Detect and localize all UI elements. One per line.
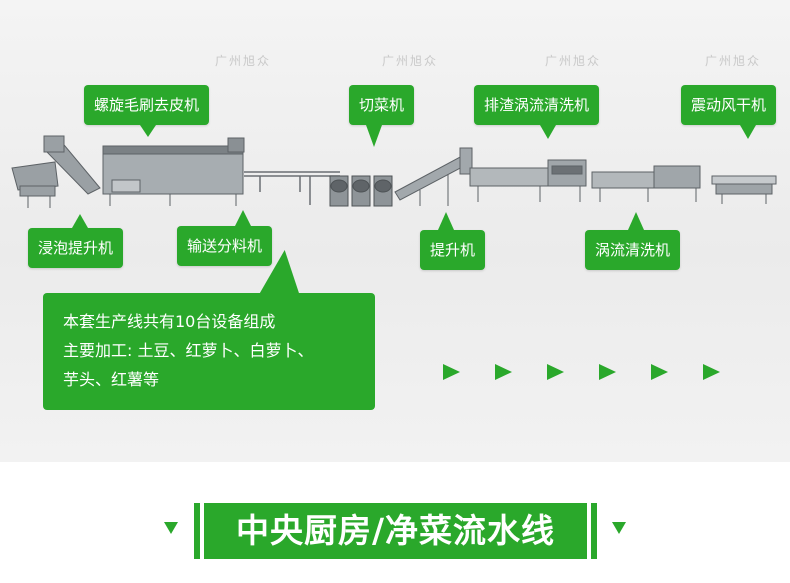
watermark: 广州旭众 [215,54,272,68]
note-line: 本套生产线共有10台设备组成 [63,312,276,331]
label-vortex-washer: 涡流清洗机 [585,230,681,270]
label-pointer [72,214,88,228]
label-pointer [740,125,756,139]
label-slag-washer: 排渣涡流清洗机 [474,85,600,125]
page-title: 中央厨房/净菜流水线 [194,503,597,559]
machines-illustration [11,135,777,208]
flow-arrow-icon [651,364,668,380]
vortex-washer-machine [591,165,701,202]
chevron-down-icon [164,522,178,534]
label-pointer [140,125,156,137]
slag-vortex-washer-machine [469,159,587,202]
label-pointer [540,125,556,139]
divider [587,503,591,559]
label-pointer [366,125,382,147]
flow-arrow-icon [703,364,720,380]
label-soak-elevator: 浸泡提升机 [28,228,124,268]
label-pointer [628,212,644,230]
page-title-text: 中央厨房/净菜流水线 [235,511,556,550]
label-vibration-dryer: 震动风干机 [681,85,777,125]
flow-arrow-icon [443,364,460,380]
flow-arrow-icon [547,364,564,380]
chevron-down-icon [612,522,626,534]
vibration-dryer-machine [711,175,777,204]
elevator-machine [394,147,473,206]
cutter-machines [329,175,393,207]
label-pointer [438,212,454,230]
flow-arrow-icon [495,364,512,380]
label-brush-peeler: 螺旋毛刷去皮机 [84,85,210,125]
note-line: 芋头、红薯等 [63,370,160,389]
divider [200,503,204,559]
watermark: 广州旭众 [545,54,602,68]
watermark: 广州旭众 [382,54,439,68]
label-elevator: 提升机 [420,230,486,270]
info-note: 本套生产线共有10台设备组成 主要加工: 土豆、红萝卜、白萝卜、 芋头、红薯等 [43,293,375,410]
label-conveyor: 输送分料机 [177,226,273,266]
soak-elevator-machine [11,135,101,208]
label-cutter: 切菜机 [349,85,415,125]
conveyor-machine [244,171,340,205]
watermark: 广州旭众 [705,54,762,68]
brush-peeler-machine [102,137,245,206]
production-line-diagram: 广州旭众 广州旭众 广州旭众 广州旭众 [0,0,790,462]
flow-arrow-icon [599,364,616,380]
note-line: 主要加工: 土豆、红萝卜、白萝卜、 [63,341,314,360]
label-pointer [235,210,251,226]
